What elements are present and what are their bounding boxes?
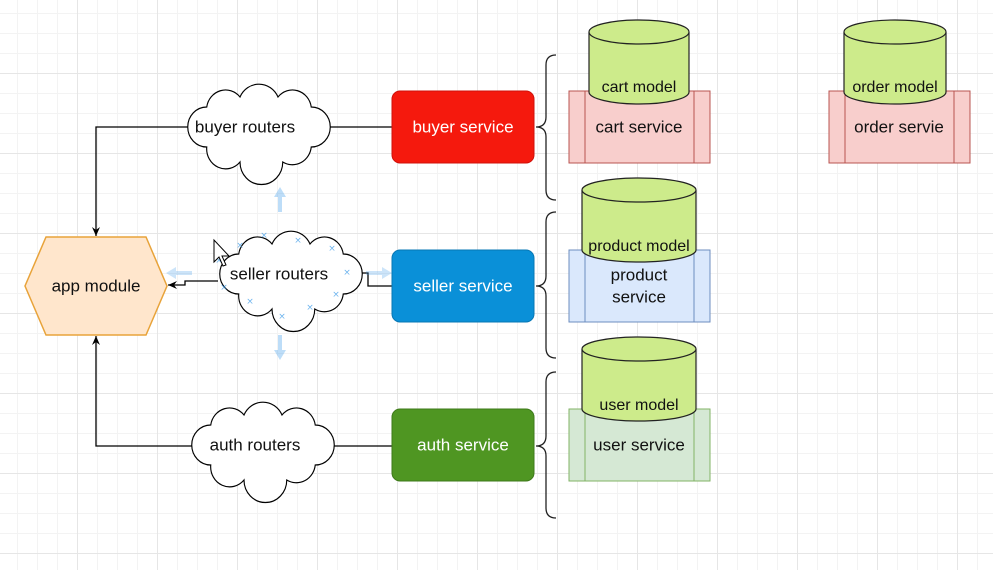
- buyer-brace: [535, 54, 557, 201]
- selection-points: × × × × × × × × × × ×: [215, 231, 351, 322]
- seller-service-box: [391, 249, 535, 323]
- seller-routers-to-app-module-arrow: [168, 280, 218, 289]
- svg-text:×: ×: [306, 303, 314, 313]
- app-module-hexagon: [24, 236, 168, 336]
- cart-model-cylinder: [588, 32, 690, 105]
- user-model-node[interactable]: user model: [581, 336, 697, 422]
- product-model-label: product model: [588, 238, 689, 255]
- order-model-cylinder: [843, 32, 947, 105]
- svg-text:×: ×: [328, 244, 336, 254]
- connect-left-arrow-handle[interactable]: [166, 267, 192, 279]
- buyer-routers-node[interactable]: buyer routers: [187, 83, 331, 186]
- app-module-node[interactable]: app module: [24, 236, 168, 336]
- user-model-cylinder: [581, 349, 697, 422]
- auth-brace: [535, 371, 557, 519]
- seller-brace: [535, 211, 557, 359]
- product-service-label-line2: service: [612, 287, 666, 306]
- svg-text:×: ×: [236, 241, 244, 251]
- product-service-label-line1: product: [611, 265, 668, 284]
- mouse-cursor-icon: [213, 238, 231, 267]
- svg-text:×: ×: [246, 297, 254, 307]
- auth-routers-node[interactable]: auth routers: [191, 401, 335, 504]
- order-model-label: order model: [852, 79, 937, 96]
- buyer-routers-label: buyer routers: [195, 117, 295, 136]
- cart-service-node[interactable]: cart service: [568, 90, 711, 164]
- svg-text:×: ×: [278, 312, 286, 322]
- buyer-routers-to-app-module-arrow: [92, 126, 192, 236]
- connect-right-arrow-handle[interactable]: [366, 267, 392, 279]
- auth-routers-to-app-module-arrow: [92, 336, 192, 447]
- braces: [535, 54, 557, 519]
- user-model-label: user model: [599, 397, 678, 414]
- product-model-node[interactable]: product model: [581, 177, 697, 263]
- buyer-service-node[interactable]: buyer service: [391, 90, 535, 164]
- order-service-label: order servie: [854, 117, 944, 136]
- seller-routers-label: seller routers: [230, 264, 328, 283]
- svg-text:×: ×: [220, 283, 228, 293]
- svg-text:×: ×: [260, 231, 268, 241]
- connect-up-arrow-handle[interactable]: [274, 187, 286, 212]
- cart-service-label: cart service: [596, 117, 683, 136]
- auth-service-box: [391, 408, 535, 482]
- seller-service-label: seller service: [413, 276, 512, 295]
- buyer-service-label: buyer service: [412, 117, 513, 136]
- buyer-service-box: [391, 90, 535, 164]
- connect-down-arrow-handle[interactable]: [274, 335, 286, 360]
- svg-text:×: ×: [294, 236, 302, 246]
- product-model-cylinder: [581, 190, 697, 263]
- svg-text:×: ×: [343, 268, 351, 278]
- cart-model-node[interactable]: cart model: [588, 19, 690, 105]
- user-service-label: user service: [593, 435, 685, 454]
- seller-routers-selection-handles[interactable]: × × × × × × × × × × ×: [166, 187, 392, 360]
- svg-text:×: ×: [215, 256, 223, 266]
- svg-text:×: ×: [332, 290, 340, 300]
- auth-routers-label: auth routers: [210, 435, 301, 454]
- cart-model-label: cart model: [602, 79, 677, 96]
- app-module-label: app module: [52, 276, 141, 295]
- auth-service-label: auth service: [417, 435, 509, 454]
- seller-routers-node[interactable]: seller routers: [219, 230, 363, 333]
- connectors: [92, 123, 392, 450]
- order-model-node[interactable]: order model: [843, 19, 947, 105]
- auth-service-node[interactable]: auth service: [391, 408, 535, 482]
- seller-service-node[interactable]: seller service: [391, 249, 535, 323]
